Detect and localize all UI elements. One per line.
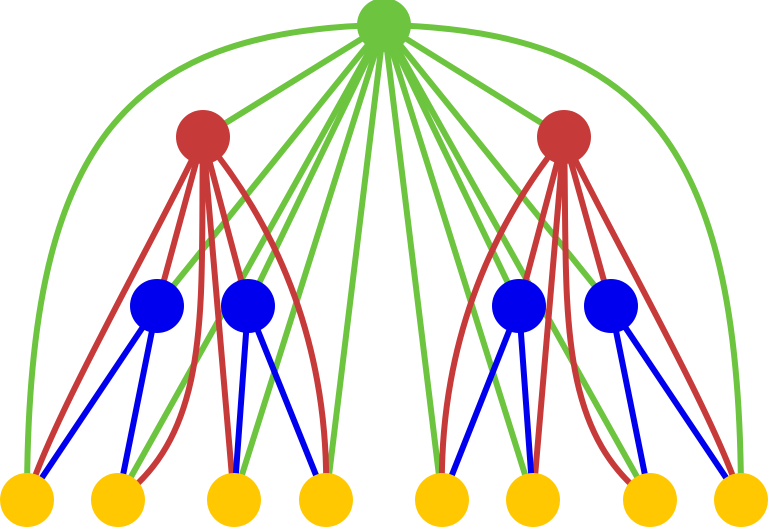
edge-root-to-blue-4 bbox=[381, 22, 614, 309]
edge-root-to-red-left bbox=[200, 22, 387, 140]
edge-red-right-to-leaf-6 bbox=[530, 134, 567, 503]
edge-red-right-to-leaf-5 bbox=[438, 134, 567, 503]
level1-edges bbox=[24, 134, 744, 503]
node-leaf-3 bbox=[207, 473, 261, 527]
edge-red-left-to-blue-1 bbox=[154, 134, 206, 309]
edge-root-to-blue-3 bbox=[381, 22, 522, 309]
level2-edges bbox=[24, 303, 744, 503]
node-leaf-1 bbox=[0, 473, 54, 527]
node-leaf-8 bbox=[714, 473, 768, 527]
edge-red-right-to-leaf-8 bbox=[561, 134, 744, 503]
edge-root-to-leaf-4 bbox=[323, 22, 387, 503]
root-edges bbox=[24, 22, 744, 503]
node-root bbox=[357, 0, 411, 52]
edge-blue-4-to-leaf-7 bbox=[608, 303, 653, 503]
edge-blue-1-to-leaf-1 bbox=[24, 303, 160, 503]
edge-root-to-red-right bbox=[381, 22, 567, 140]
node-leaf-6 bbox=[506, 473, 560, 527]
edge-blue-4-to-leaf-8 bbox=[608, 303, 744, 503]
node-blue-3 bbox=[492, 279, 546, 333]
edge-root-to-leaf-6 bbox=[381, 22, 536, 503]
edge-root-to-leaf-8 bbox=[381, 22, 744, 503]
node-blue-1 bbox=[130, 279, 184, 333]
edge-red-right-to-leaf-7 bbox=[561, 134, 653, 503]
edge-blue-2-to-leaf-4 bbox=[245, 303, 329, 503]
edge-red-right-to-blue-3 bbox=[516, 134, 567, 309]
node-leaf-7 bbox=[623, 473, 677, 527]
edge-red-left-to-leaf-2 bbox=[115, 134, 206, 503]
edge-blue-3-to-leaf-5 bbox=[439, 303, 522, 503]
edge-blue-1-to-leaf-2 bbox=[115, 303, 160, 503]
edge-root-to-blue-2 bbox=[245, 22, 387, 309]
edge-red-right-to-blue-4 bbox=[561, 134, 614, 309]
edge-red-left-to-leaf-4 bbox=[200, 134, 330, 503]
edge-root-to-leaf-5 bbox=[381, 22, 445, 503]
edge-root-to-blue-1 bbox=[154, 22, 387, 309]
edge-blue-2-to-leaf-3 bbox=[231, 303, 251, 503]
edge-red-left-to-blue-2 bbox=[200, 134, 251, 309]
edge-red-left-to-leaf-1 bbox=[24, 134, 206, 503]
node-red-left bbox=[176, 110, 230, 164]
node-blue-2 bbox=[221, 279, 275, 333]
edge-root-to-leaf-3 bbox=[231, 22, 387, 503]
node-leaf-4 bbox=[299, 473, 353, 527]
edge-red-left-to-leaf-3 bbox=[200, 134, 237, 503]
node-blue-4 bbox=[584, 279, 638, 333]
edge-root-to-leaf-7 bbox=[381, 22, 653, 503]
node-leaf-5 bbox=[415, 473, 469, 527]
edge-blue-3-to-leaf-6 bbox=[516, 303, 536, 503]
edge-root-to-leaf-1 bbox=[24, 22, 387, 503]
node-leaf-2 bbox=[91, 473, 145, 527]
edge-root-to-leaf-2 bbox=[115, 22, 387, 503]
node-red-right bbox=[537, 110, 591, 164]
